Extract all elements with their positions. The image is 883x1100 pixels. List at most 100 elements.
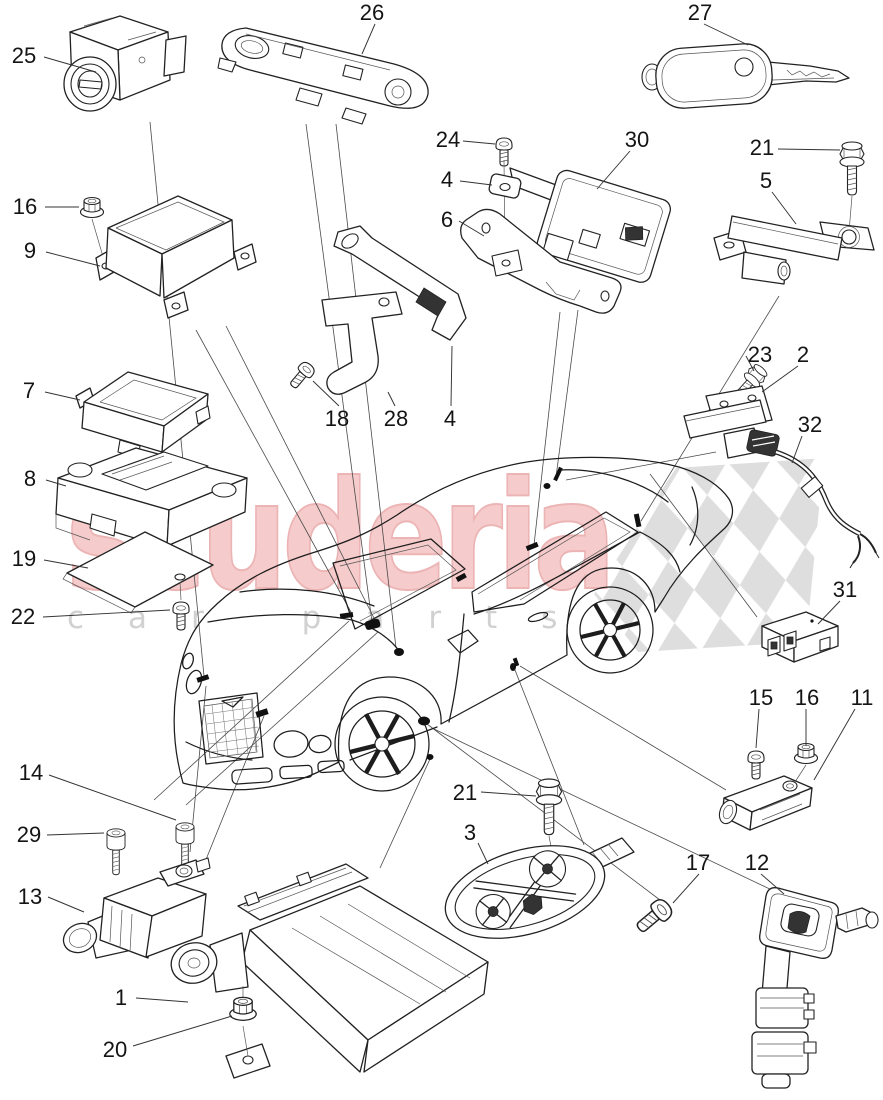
- callout-leader-line: [596, 150, 631, 190]
- part-7-control-module: [75, 371, 211, 459]
- callout-label: 14: [19, 760, 43, 785]
- callout-label: 5: [760, 168, 772, 193]
- callout-label: 28: [384, 406, 408, 431]
- callout-leader-line: [777, 148, 841, 151]
- part-13-crash-sensor: [62, 857, 211, 959]
- part-8-mounting-base: [55, 447, 248, 549]
- callout-leader-line: [791, 435, 803, 464]
- part-2-antenna-module: [683, 385, 773, 459]
- part-location-line: [195, 329, 353, 615]
- callout-leader-line: [45, 479, 67, 487]
- part-32-wiring-harness: [746, 429, 880, 569]
- part-25-lock-cylinder: [63, 15, 187, 112]
- part-location-line: [426, 723, 661, 901]
- part-11-crash-sensor: [718, 775, 813, 831]
- part-29-cap-screw: [106, 828, 126, 876]
- callout-label: 4: [441, 167, 453, 192]
- part-location-line: [533, 311, 561, 546]
- callout-leader-line: [132, 1015, 233, 1047]
- part-location-lines: [149, 121, 780, 901]
- callout-label: 21: [453, 780, 477, 805]
- checkered-flag-graphic: [594, 458, 824, 652]
- part-location-line: [153, 620, 350, 801]
- callout-label: 4: [444, 406, 456, 431]
- callout-label: 6: [441, 207, 453, 232]
- callout-label: 15: [749, 685, 773, 710]
- callout-label: 16: [795, 685, 819, 710]
- callout-leader-line: [703, 23, 749, 46]
- callout-label: 22: [11, 604, 35, 629]
- callout-label: 3: [464, 820, 476, 845]
- callout-label: 8: [24, 466, 36, 491]
- part-location-line: [649, 473, 758, 618]
- callout-leader-line: [755, 708, 760, 749]
- part-3-alarm-siren: [444, 837, 635, 939]
- callout-label: 23: [748, 342, 772, 367]
- callout-label: 24: [436, 127, 460, 152]
- part-28-bracket: [321, 291, 403, 395]
- part-6-bracket: [460, 208, 622, 314]
- part-4-bracket-b: [333, 225, 467, 341]
- callout-leader-line: [462, 140, 496, 145]
- part-location-line: [433, 728, 777, 893]
- callout-label: 29: [17, 822, 41, 847]
- part-18-screw: [285, 359, 318, 393]
- callout-leader-line: [817, 600, 841, 625]
- callout-leader-line: [48, 774, 177, 821]
- callout-label: 2: [797, 342, 809, 367]
- callout-leader-line: [43, 559, 89, 569]
- callout-leader-line: [46, 832, 105, 836]
- callout-leader-line: [459, 180, 493, 186]
- callout-leader-line: [312, 380, 340, 407]
- callout-leader-line: [477, 842, 489, 865]
- part-location-line: [565, 451, 717, 481]
- callout-leader-line: [745, 355, 755, 372]
- callout-label: 32: [798, 412, 822, 437]
- callout-label: 19: [12, 546, 36, 571]
- part-31-control-module: [761, 611, 839, 663]
- part-5-antenna-module: [713, 215, 875, 285]
- part-location-line: [514, 669, 585, 846]
- part-location-line: [335, 123, 397, 649]
- callout-label: 1: [115, 985, 127, 1010]
- callout-label: 25: [12, 43, 36, 68]
- watermark-subtitle: car parts: [67, 600, 601, 636]
- callout-leader-line: [771, 191, 797, 225]
- part-location-line: [555, 309, 579, 478]
- callout-label: 31: [833, 577, 857, 602]
- callout-label: 26: [360, 0, 384, 25]
- part-location-line: [185, 631, 379, 806]
- part-27-remote-key: [641, 43, 850, 109]
- part-location-line: [225, 325, 378, 625]
- part-12-sensor: [751, 887, 879, 1089]
- callout-leader-line: [47, 896, 85, 913]
- callout-leader-line: [361, 23, 376, 55]
- part-9-control-module: [95, 195, 257, 319]
- callout-leader-line: [672, 873, 700, 904]
- part-16-nut-b: [793, 742, 819, 765]
- callout-label: 16: [13, 194, 37, 219]
- callout-label: 7: [23, 378, 35, 403]
- callout-leader-line: [813, 708, 856, 781]
- part-20-nut: [229, 996, 257, 1021]
- callout-label: 11: [851, 685, 874, 710]
- callout-leader-line: [760, 873, 785, 895]
- callout-leader-line: [458, 220, 485, 237]
- part-15-screw: [747, 750, 765, 780]
- callout-leader-line: [387, 391, 396, 407]
- part-26-antenna-housing: [217, 27, 429, 125]
- callout-label: 30: [625, 127, 649, 152]
- rear-wheel-graphic: [566, 586, 654, 674]
- callout-leader-line: [42, 609, 171, 618]
- callout-label: 20: [103, 1037, 127, 1062]
- callout-leader-line: [450, 345, 453, 407]
- part-21-bolt-b: [535, 778, 563, 836]
- part-location-line: [204, 715, 265, 863]
- callout-leader-line: [45, 251, 101, 267]
- part-17-screw: [631, 895, 676, 938]
- callout-leader-line: [43, 56, 97, 73]
- callout-leader-line: [135, 997, 189, 1003]
- part-1-control-unit: [170, 863, 489, 1079]
